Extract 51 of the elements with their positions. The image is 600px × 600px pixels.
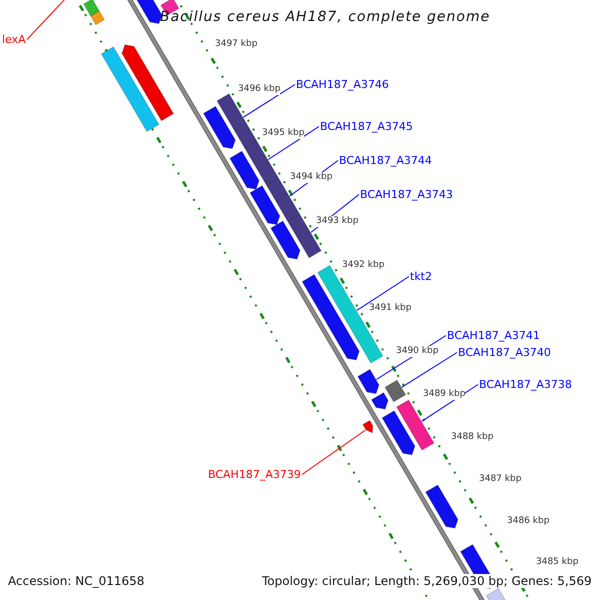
tick-label: 3487 kbp <box>479 474 522 485</box>
tick-label: 3486 kbp <box>507 516 550 527</box>
footer-text: Topology: circular; Length: 5,269,030 bp; Genes: 5,569 <box>262 574 592 588</box>
gene-label: BCAH187_A3744 <box>339 154 432 168</box>
gene-feature <box>250 185 280 225</box>
leader-line <box>26 0 66 40</box>
gene-label: BCAH187_A3738 <box>479 378 572 392</box>
footer-text: Accession: NC_011658 <box>8 574 144 588</box>
gene-feature <box>266 178 300 222</box>
gene-feature <box>270 220 300 260</box>
tick-label: 3485 kbp <box>536 557 578 568</box>
tick-label: 3491 kbp <box>369 303 412 314</box>
gene-feature <box>357 368 380 394</box>
gene-label: lexA <box>2 33 26 46</box>
gene-feature <box>83 0 100 16</box>
tick-label: 3492 kbp <box>342 260 384 271</box>
gene-feature <box>122 44 174 122</box>
gene-feature <box>216 93 258 149</box>
gene-feature <box>425 484 458 529</box>
gene-label: BCAH187_A3741 <box>447 329 540 342</box>
tick-label: 3497 kbp <box>215 39 258 50</box>
gene-label: BCAH187_A3739 <box>208 468 301 482</box>
gene-feature <box>302 274 360 360</box>
tick-label: 3493 kbp <box>316 216 358 227</box>
gene-label: tkt2 <box>410 270 432 284</box>
title: Bacillus cereus AH187, complete genome <box>160 9 490 26</box>
leader-line <box>242 84 296 118</box>
leader-line <box>302 430 366 475</box>
gene-feature <box>90 10 105 26</box>
leader-line <box>356 276 410 311</box>
gene-label: BCAH187_A3745 <box>320 120 413 134</box>
gene-feature <box>371 392 388 410</box>
gene-feature <box>382 410 416 456</box>
tick-label: 3489 kbp <box>423 389 466 400</box>
gene-feature <box>203 106 236 150</box>
gene-label: BCAH187_A3740 <box>458 346 551 360</box>
tick-label: 3494 kbp <box>290 172 332 183</box>
tick-label: 3490 kbp <box>396 346 438 357</box>
tick-label: 3488 kbp <box>451 432 494 443</box>
gene-feature <box>362 420 374 434</box>
gene-label: BCAH187_A3743 <box>360 188 453 202</box>
tick-label: 3495 kbp <box>262 128 304 139</box>
gene-feature <box>244 140 280 186</box>
gene-feature <box>229 150 260 190</box>
tick-label: 3496 kbp <box>238 84 280 95</box>
gene-feature <box>396 400 434 451</box>
gene-feature <box>100 46 160 132</box>
gene-feature <box>384 380 406 402</box>
gene-label: BCAH187_A3746 <box>296 78 389 92</box>
leader-line <box>401 352 458 388</box>
leader-line <box>268 126 320 160</box>
